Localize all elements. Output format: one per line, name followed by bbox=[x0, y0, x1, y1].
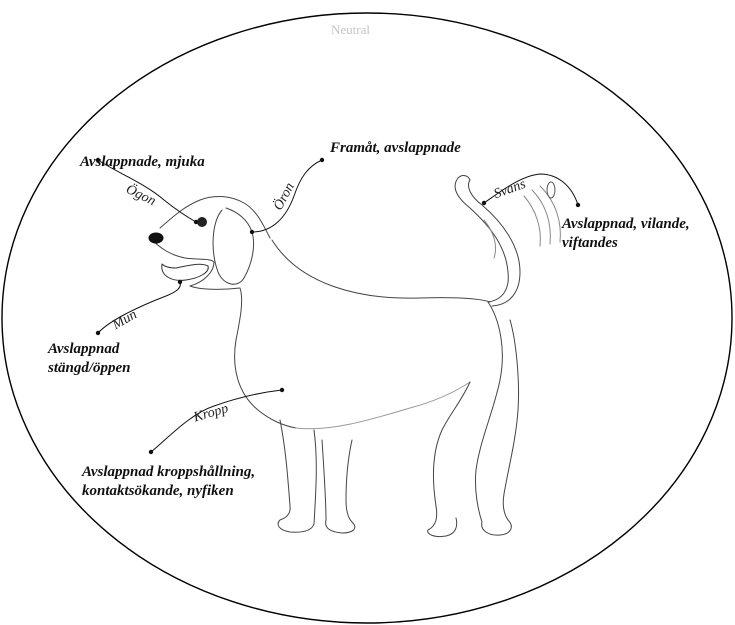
diagram-title: Neutral bbox=[331, 22, 370, 38]
dog-nose bbox=[149, 233, 163, 243]
dog-snout bbox=[150, 238, 214, 286]
desc-mun-line2: stängd/öppen bbox=[48, 359, 131, 378]
dog-back bbox=[272, 240, 490, 302]
motion-arc-1 bbox=[484, 220, 496, 258]
dog-tongue bbox=[162, 264, 208, 280]
dog-front-leg-1 bbox=[278, 420, 314, 532]
motion-arc-2 bbox=[524, 196, 540, 246]
dog-belly bbox=[296, 382, 470, 429]
motion-arc-3 bbox=[532, 190, 550, 244]
desc-mun: Avslappnad stängd/öppen bbox=[48, 340, 131, 378]
desc-mun-line1: Avslappnad bbox=[48, 340, 131, 359]
leader-mun bbox=[98, 282, 180, 333]
dog-eye bbox=[198, 218, 207, 227]
dog-front-leg-2 bbox=[314, 430, 316, 524]
dog-hind-leg-1 bbox=[428, 382, 470, 537]
desc-oron: Framåt, avslappnade bbox=[330, 139, 461, 158]
desc-kropp-line2: kontaktsökande, nyfiken bbox=[82, 482, 255, 501]
desc-svans-line1: Avslappnad, vilande, bbox=[562, 215, 690, 234]
desc-svans-line2: viftandes bbox=[562, 234, 690, 253]
desc-kropp: Avslappnad kroppshållning, kontaktsökand… bbox=[82, 463, 255, 501]
dog-chest bbox=[235, 288, 296, 428]
tail-wag-mark bbox=[547, 182, 555, 198]
leader-lines bbox=[98, 160, 578, 452]
dog-jaw bbox=[190, 286, 240, 289]
desc-ogon: Avslappnade, mjuka bbox=[80, 153, 205, 172]
desc-kropp-line1: Avslappnad kroppshållning, bbox=[82, 463, 255, 482]
tail-tip bbox=[458, 176, 470, 180]
desc-svans: Avslappnad, vilande, viftandes bbox=[562, 215, 690, 253]
leader-kropp bbox=[151, 390, 282, 452]
dog-ear bbox=[213, 208, 254, 284]
dog-hind-leg-2 bbox=[475, 302, 518, 535]
dog-front-leg-3 bbox=[322, 440, 355, 533]
leader-dots bbox=[96, 158, 580, 454]
